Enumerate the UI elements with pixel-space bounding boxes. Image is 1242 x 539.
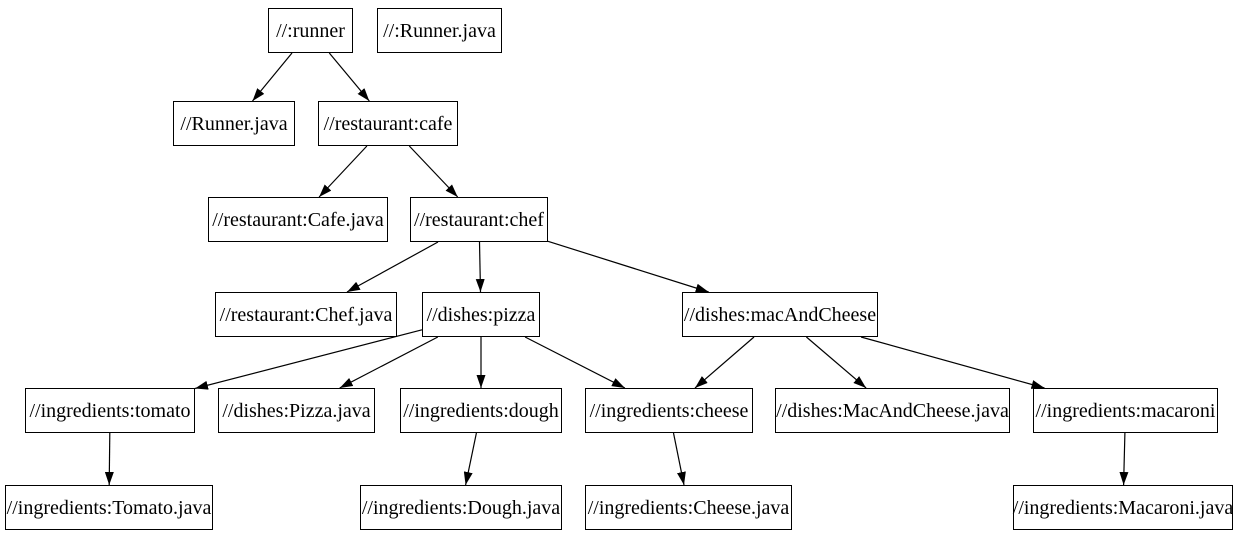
graph-node-dough: //ingredients:dough (400, 388, 562, 433)
edge-cafe-to-cafe-java (318, 145, 368, 198)
node-label: //ingredients:tomato (29, 399, 191, 422)
node-label: //restaurant:Cafe.java (212, 208, 384, 231)
edge-pizza-to-cheese (524, 336, 626, 389)
graph-node-tomato: //ingredients:tomato (25, 388, 195, 433)
edge-mac-and-cheese-to-macaroni (860, 336, 1045, 389)
graph-node-cheese: //ingredients:cheese (585, 388, 753, 433)
edge-mac-and-cheese-to-cheese (694, 336, 755, 389)
edge-tomato-to-tomato-java (104, 432, 114, 486)
node-label: //restaurant:Chef.java (219, 303, 393, 326)
edge-chef-to-pizza (475, 241, 485, 293)
node-label: //ingredients:Tomato.java (6, 496, 212, 519)
graph-node-chef: //restaurant:chef (410, 197, 548, 242)
graph-node-cafe-java: //restaurant:Cafe.java (208, 197, 388, 242)
node-label: //ingredients:Cheese.java (587, 496, 790, 519)
graph-node-chef-java: //restaurant:Chef.java (215, 292, 397, 337)
graph-node-runner: //:runner (268, 8, 353, 53)
graph-node-cafe: //restaurant:cafe (318, 101, 458, 146)
edge-dough-to-dough-java (463, 432, 477, 486)
graph-node-cheese-java: //ingredients:Cheese.java (585, 485, 792, 530)
edge-pizza-to-tomato (194, 329, 423, 390)
edge-mac-and-cheese-to-mac-and-cheese-java (806, 336, 867, 389)
node-label: //ingredients:Dough.java (361, 496, 561, 519)
graph-node-mac-and-cheese-java: //dishes:MacAndCheese.java (775, 388, 1010, 433)
node-label: //ingredients:macaroni (1035, 399, 1216, 422)
node-label: //restaurant:cafe (323, 112, 453, 135)
edge-pizza-to-pizza-java (339, 336, 439, 389)
graph-node-pizza: //dishes:pizza (422, 292, 540, 337)
node-label: //dishes:macAndCheese (683, 303, 877, 326)
node-label: //dishes:pizza (426, 303, 536, 326)
node-label: //:Runner.java (383, 19, 496, 42)
node-label: //:runner (276, 19, 345, 42)
graph-node-runner-java-root: //:Runner.java (377, 8, 502, 53)
edge-chef-to-chef-java (346, 241, 439, 293)
graph-node-dough-java: //ingredients:Dough.java (360, 485, 562, 530)
edge-cafe-to-chef (408, 145, 459, 198)
node-label: //ingredients:dough (403, 399, 559, 422)
node-label: //dishes:MacAndCheese.java (776, 399, 1009, 422)
graph-node-pizza-java: //dishes:Pizza.java (218, 388, 375, 433)
edge-chef-to-mac-and-cheese (547, 240, 709, 293)
graph-node-mac-and-cheese: //dishes:macAndCheese (682, 292, 878, 337)
graph-node-macaroni: //ingredients:macaroni (1033, 388, 1218, 433)
edge-macaroni-to-macaroni-java (1119, 432, 1129, 486)
edge-runner-to-runner-java (252, 52, 293, 102)
graph-node-runner-java: //Runner.java (173, 101, 295, 146)
graph-node-macaroni-java: //ingredients:Macaroni.java (1013, 485, 1233, 530)
node-label: //Runner.java (180, 112, 288, 135)
node-label: //ingredients:cheese (589, 399, 749, 422)
node-label: //ingredients:Macaroni.java (1012, 496, 1234, 519)
node-label: //dishes:Pizza.java (222, 399, 371, 422)
edge-runner-to-cafe (328, 52, 370, 102)
edge-cheese-to-cheese-java (672, 432, 686, 486)
graph-node-tomato-java: //ingredients:Tomato.java (5, 485, 213, 530)
node-label: //restaurant:chef (414, 208, 544, 231)
